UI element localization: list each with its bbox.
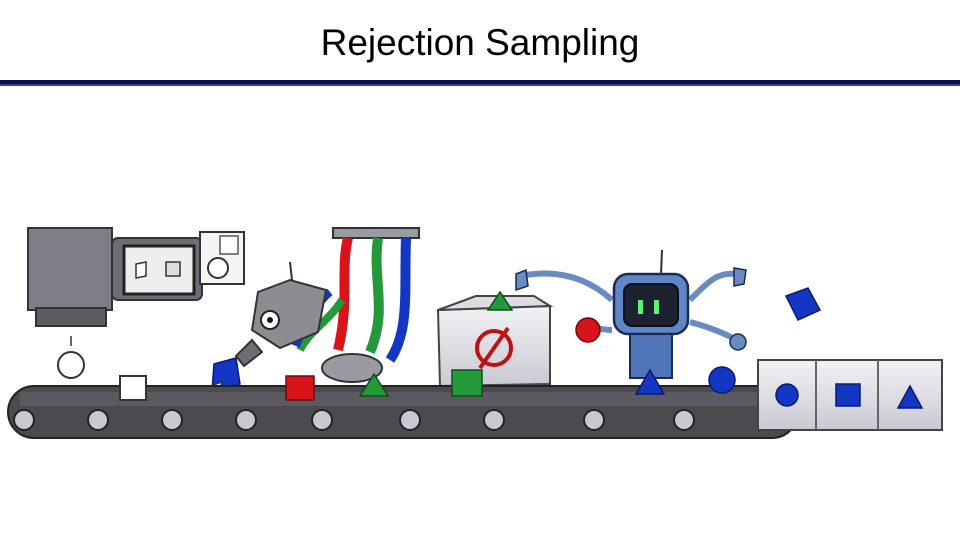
painter-robot <box>201 261 328 399</box>
reject-bin <box>436 290 554 388</box>
slide-title: Rejection Sampling <box>320 22 640 63</box>
title-underline <box>0 80 960 84</box>
belt-shapes <box>119 287 822 401</box>
bulb-icon <box>57 336 85 379</box>
title-underline-accent <box>0 84 960 86</box>
sorter-robot <box>515 249 747 379</box>
accepted-bins <box>757 359 943 431</box>
shape-dispenser-machine <box>27 227 245 327</box>
